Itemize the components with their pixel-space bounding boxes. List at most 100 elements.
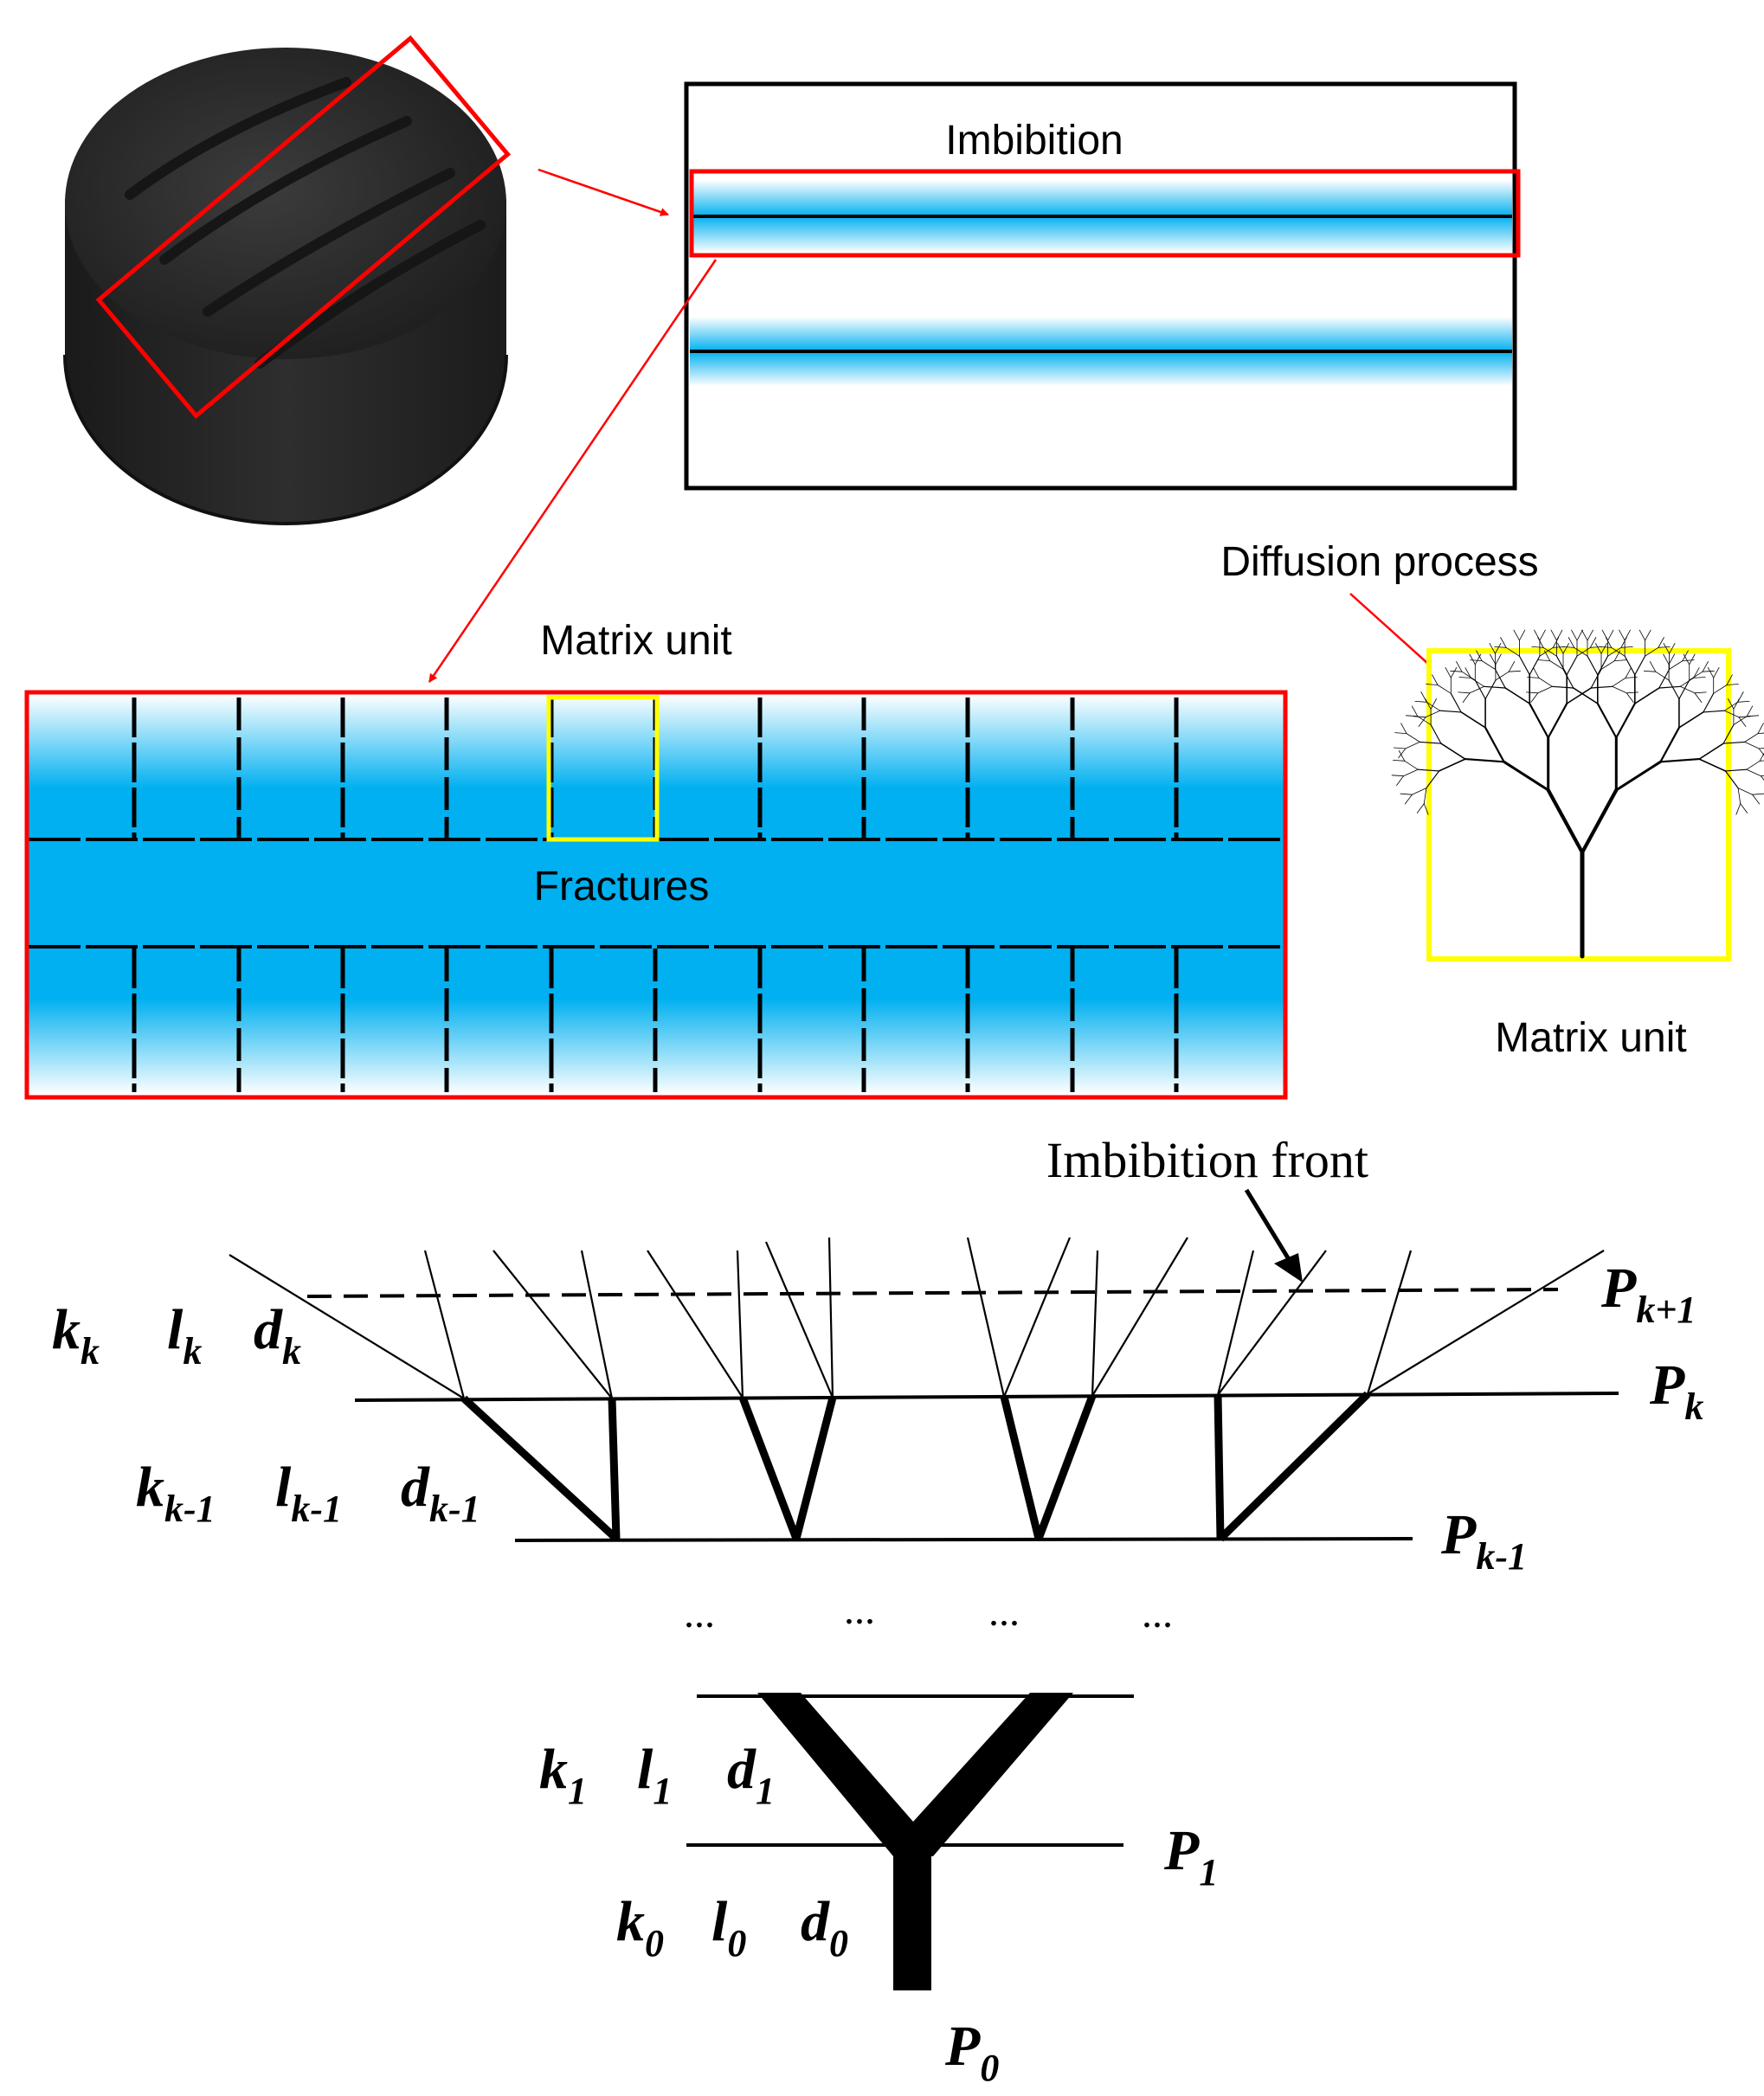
fractal-branch: [1626, 691, 1639, 694]
fractal-branch: [1462, 692, 1471, 703]
fractal-branch: [1758, 748, 1764, 756]
fractal-branch: [1634, 655, 1646, 676]
capillary-thick-branches: [460, 1391, 1371, 1542]
fractal-branch: [1574, 646, 1588, 657]
ellipsis-marks: ... ... ... ...: [684, 1587, 1173, 1636]
fractal-branch: [1470, 677, 1485, 687]
param-k-1: k1: [539, 1738, 587, 1812]
fractal-branch: [1634, 687, 1660, 704]
label-P-k: Pk: [1649, 1353, 1703, 1428]
matrix-unit-dividers: [132, 698, 1179, 1092]
ellipsis-4: ...: [1142, 1591, 1173, 1636]
param-k-0: k0: [616, 1890, 664, 1964]
fractal-branch: [1530, 692, 1539, 703]
fractal-branch: [1703, 710, 1725, 713]
fractal-branch: [1726, 674, 1733, 685]
fractal-branch: [1561, 646, 1575, 648]
fractal-branch: [1430, 723, 1442, 744]
fractal-branch: [1495, 671, 1510, 681]
fractal-branch: [1533, 667, 1540, 678]
fractal-branch: [1450, 666, 1458, 678]
fractal-branch: [1537, 659, 1551, 661]
fractal-branch: [1393, 760, 1406, 762]
fractal-branch: [1659, 726, 1680, 763]
fractal-branch: [1470, 659, 1483, 661]
fractal-branch: [1620, 646, 1633, 648]
fractal-branch: [1693, 667, 1700, 678]
fractal-branch: [1519, 629, 1526, 641]
fractal-branch: [1722, 723, 1735, 744]
fractal-branch: [1723, 701, 1739, 711]
matrix-unit-detail: Diffusion process Matrix unit: [1220, 539, 1764, 1061]
fractal-branch: [1615, 702, 1636, 739]
matrix-unit-highlight: [546, 695, 660, 842]
fractal-branch: [1658, 646, 1671, 648]
fractal-branch: [1655, 671, 1670, 681]
label-P-k-plus-1: Pk+1: [1600, 1257, 1696, 1331]
fractal-branch: [1757, 723, 1764, 734]
fractal-branch: [1469, 685, 1485, 694]
fractal-branch: [1411, 705, 1419, 717]
fractal-branch: [1589, 637, 1597, 648]
fractal-branch: [1759, 752, 1764, 762]
fractal-branch: [1669, 643, 1676, 654]
fractal-branch: [1461, 671, 1476, 681]
matrix-panel-border: [24, 690, 1288, 1100]
fractal-branch: [1573, 687, 1599, 704]
fractal-branch: [1724, 768, 1748, 772]
fractal-branch: [1757, 732, 1764, 734]
rock-core-top: [65, 48, 506, 359]
fractal-branch: [1576, 629, 1583, 641]
fractal-branch: [1400, 723, 1407, 734]
param-k-k: kk: [52, 1298, 100, 1373]
fractal-branch: [1391, 775, 1404, 777]
fractal-branch: [1702, 670, 1715, 672]
fractal-branch: [1590, 668, 1602, 689]
fractal-branch: [1539, 629, 1546, 641]
fractal-branch: [1580, 788, 1619, 855]
fractal-branch: [1404, 760, 1419, 770]
fractal-branch: [1658, 668, 1671, 689]
fractal-branch: [1761, 775, 1764, 781]
fractal-branch: [1668, 679, 1680, 700]
fractal-branch: [1550, 629, 1557, 641]
fractal-branch: [1679, 685, 1696, 694]
fractal-branch: [1394, 732, 1407, 734]
level-line-Pk: [354, 1392, 1619, 1402]
fractal-branch: [1571, 629, 1578, 641]
fractal-branch: [1495, 653, 1502, 665]
fractal-branch: [1600, 643, 1607, 654]
fractal-branch: [1737, 701, 1750, 703]
fractal-branch: [1581, 629, 1588, 641]
fractal-branch: [1568, 637, 1575, 648]
fractal-branch: [1694, 691, 1707, 694]
fractal-branch: [1556, 629, 1563, 641]
fractal-branch: [1531, 646, 1544, 648]
param-l-1: l1: [637, 1738, 672, 1812]
fractal-branch: [1543, 650, 1551, 661]
capillary-thin-branches: [229, 1237, 1605, 1399]
fractal-branch: [1432, 674, 1439, 685]
fractal-tree: [1391, 629, 1764, 959]
fractal-branch: [1423, 788, 1427, 805]
fractal-branch: [1426, 770, 1440, 789]
label-P-k-minus-1: Pk-1: [1440, 1503, 1527, 1578]
fractal-branch: [1418, 717, 1426, 727]
ellipsis-2: ...: [844, 1587, 875, 1633]
fractal-branch: [1555, 655, 1568, 676]
fractures-label: Fractures: [534, 864, 710, 910]
fractal-branch: [1508, 670, 1521, 672]
fractal-branch: [1542, 646, 1557, 657]
fractal-branch: [1678, 679, 1690, 700]
fractal-branch: [1437, 685, 1452, 694]
fractal-branch: [1597, 655, 1609, 676]
fractal-branch: [1504, 687, 1530, 704]
fractal-branch: [1450, 692, 1462, 713]
fractal-branch: [1600, 660, 1615, 670]
fractal-branch: [1761, 775, 1764, 777]
fractal-branch: [1713, 685, 1728, 694]
fractal-branch: [1746, 760, 1761, 770]
param-l-0: l0: [711, 1890, 746, 1964]
fractal-branch: [1624, 655, 1636, 676]
